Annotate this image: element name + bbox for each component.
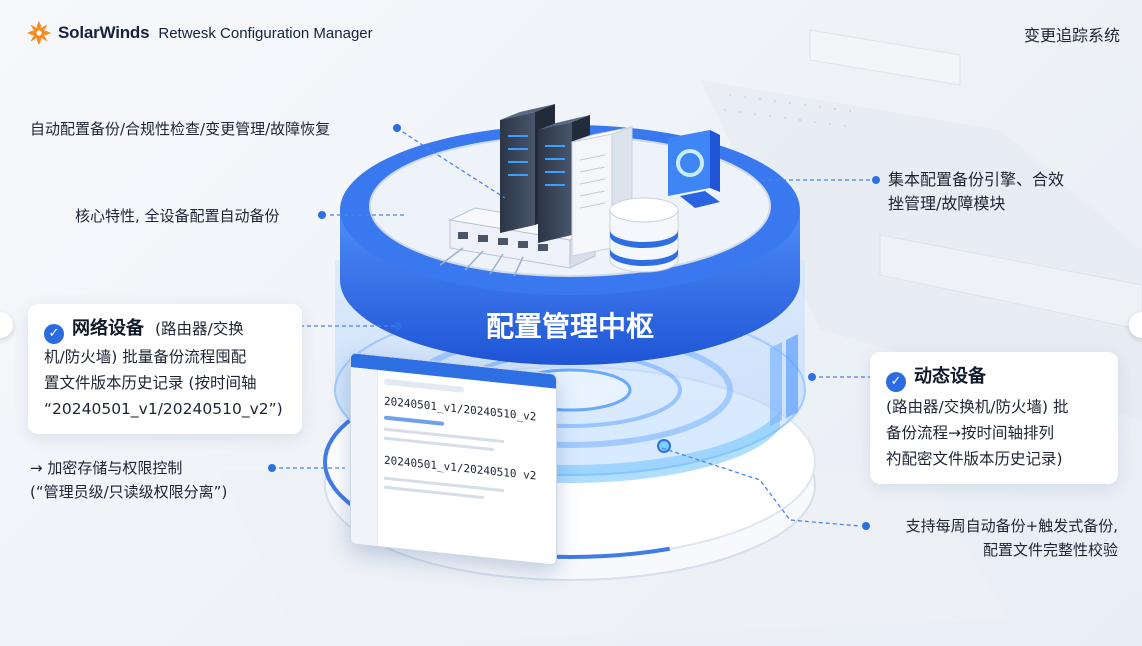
card-network-title: 网络设备	[72, 318, 144, 339]
brand-subtitle: Retwesk Configuration Manager	[158, 24, 373, 42]
annotation-encryption-line1: → 加密存储与权限控制	[30, 459, 183, 477]
card-network-line3: 置文件版本历史记录 (按时间轴	[44, 374, 257, 392]
annotation-encryption: → 加密存储与权限控制 (“管理员级/只读级权限分离”)	[30, 456, 227, 504]
slide-next-button[interactable]	[1129, 312, 1142, 338]
hub-label: 配置管理中枢	[486, 310, 654, 343]
card-dynamic-line2: 备份流程→按时间轴排列	[886, 424, 1054, 442]
brand-name: SolarWinds	[58, 23, 150, 42]
annotation-features: 自动配置备份/合规性检查/变更管理/故障恢复	[30, 120, 331, 138]
brand: SolarWinds Retwesk Configuration Manager	[26, 20, 373, 46]
annotation-schedule-line2: 配置文件完整性校验	[982, 541, 1118, 559]
card-network-line4: “20240501_v1/20240510_v2”)	[44, 400, 283, 418]
annotation-engine: 集本配置备份引擎、合效 挫管理/故障模块	[888, 168, 1064, 216]
card-network-line1: (路由器/交换	[154, 320, 244, 338]
annotation-engine-line1: 集本配置备份引擎、合效	[888, 170, 1065, 189]
annotation-schedule: 支持每周自动备份+触发式备份, 配置文件完整性校验	[878, 514, 1118, 562]
card-network-line2: 机/防火墙) 批量备份流程囤配	[44, 348, 247, 366]
annotation-engine-line2: 挫管理/故障模块	[888, 194, 1006, 213]
card-dynamic-title: 动态设备	[914, 366, 986, 387]
check-icon: ✓	[44, 324, 64, 344]
card-dynamic-line1: (路由器/交换机/防火墙) 批	[886, 398, 1069, 416]
database-icon	[609, 197, 679, 273]
hub-illustration: 配置管理中枢	[323, 104, 817, 581]
glass-panels	[770, 334, 798, 426]
card-dynamic-line3: 礿配密文件版本历史记录)	[886, 450, 1063, 468]
card-network-devices: ✓ 网络设备 (路由器/交换 机/防火墙) 批量备份流程囤配 置文件版本历史记录 …	[28, 304, 302, 434]
check-icon: ✓	[886, 372, 906, 392]
card-dynamic-devices: ✓ 动态设备 (路由器/交换机/防火墙) 批 备份流程→按时间轴排列 礿配密文件版…	[870, 352, 1118, 484]
slide-prev-button[interactable]	[0, 312, 13, 338]
monitor-icon	[668, 130, 720, 208]
system-title: 变更追踪系统	[1023, 26, 1120, 45]
annotation-encryption-line2: (“管理员级/只读级权限分离”)	[30, 483, 228, 501]
annotation-schedule-line1: 支持每周自动备份+触发式备份,	[905, 517, 1118, 535]
solarwinds-logo-icon	[27, 21, 51, 45]
annotation-core: 核心特性, 全设备配置自动备份	[75, 207, 280, 225]
